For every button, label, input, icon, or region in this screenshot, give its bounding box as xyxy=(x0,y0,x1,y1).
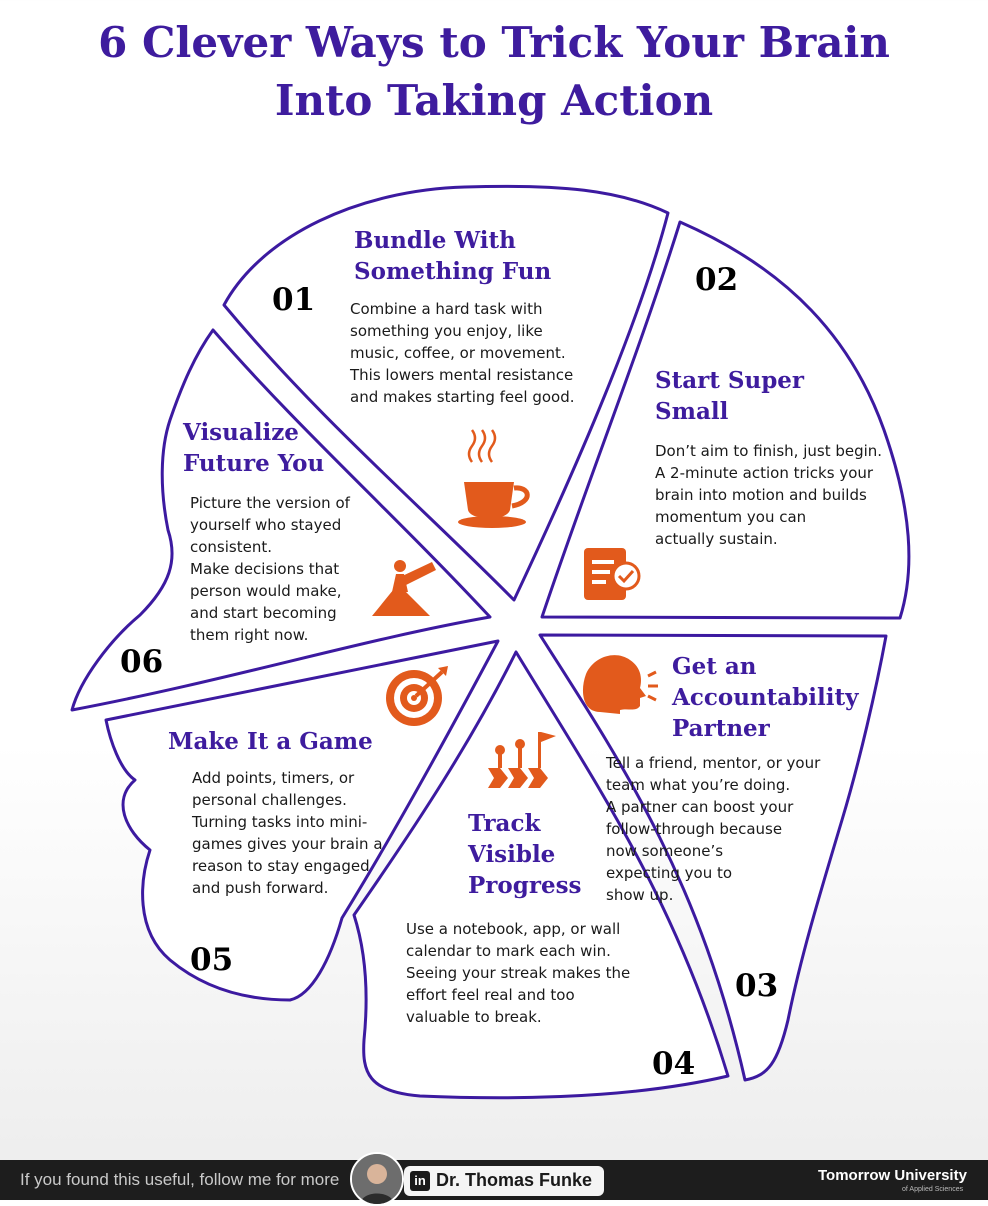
segment-05-heading: Make It a Game xyxy=(168,728,373,755)
head-diagram xyxy=(70,184,911,1100)
page-title: 6 Clever Ways to Trick Your Brain Into T… xyxy=(98,18,890,125)
segment-06-text: Picture the version of yourself who stay… xyxy=(190,494,350,644)
segment-01-number: 01 xyxy=(272,282,316,318)
checklist-icon xyxy=(584,548,641,600)
target-icon xyxy=(386,666,448,726)
university-logo: Tomorrow University xyxy=(818,1167,967,1184)
profile-name: Dr. Thomas Funke xyxy=(436,1170,593,1190)
progress-path-icon xyxy=(488,732,556,788)
segment-01-shape xyxy=(222,184,670,602)
segment-04-heading: Track Visible Progress xyxy=(468,810,582,899)
segment-01-heading: Bundle With Something Fun xyxy=(354,227,552,285)
segment-03-number: 03 xyxy=(735,968,779,1004)
linkedin-icon: in xyxy=(410,1171,430,1191)
segment-04-shape xyxy=(352,650,730,1100)
segment-02-shape xyxy=(540,220,911,620)
segment-05-shape xyxy=(104,639,500,1002)
segment-05-text: Add points, timers, or personal challeng… xyxy=(192,769,383,897)
segment-06-number: 06 xyxy=(120,644,164,680)
segment-01-text: Combine a hard task with something you e… xyxy=(350,300,575,406)
segment-02-heading: Start Super Small xyxy=(655,367,805,425)
segment-06-heading: Visualize Future You xyxy=(183,419,325,477)
avatar[interactable] xyxy=(350,1152,404,1206)
speaking-head-icon xyxy=(582,655,658,714)
segment-03-heading: Get an Accountability Partner xyxy=(672,653,859,742)
segment-02-number: 02 xyxy=(695,262,739,298)
university-sub: of Applied Sciences xyxy=(902,1186,964,1193)
segment-03-shape xyxy=(538,633,888,1082)
avatar-person-icon xyxy=(352,1154,402,1204)
segment-02-text: Don’t aim to finish, just begin. A 2-min… xyxy=(655,442,883,548)
coffee-cup-icon xyxy=(458,429,530,528)
linkedin-profile-link[interactable]: in Dr. Thomas Funke xyxy=(404,1166,604,1196)
telescope-icon xyxy=(372,560,436,616)
segment-04-number: 04 xyxy=(652,1046,696,1082)
footer-cta: If you found this useful, follow me for … xyxy=(20,1170,340,1189)
segment-03-text: Tell a friend, mentor, or your team what… xyxy=(606,754,821,904)
segment-05-number: 05 xyxy=(190,942,234,978)
segment-04-text: Use a notebook, app, or wall calendar to… xyxy=(406,920,631,1026)
